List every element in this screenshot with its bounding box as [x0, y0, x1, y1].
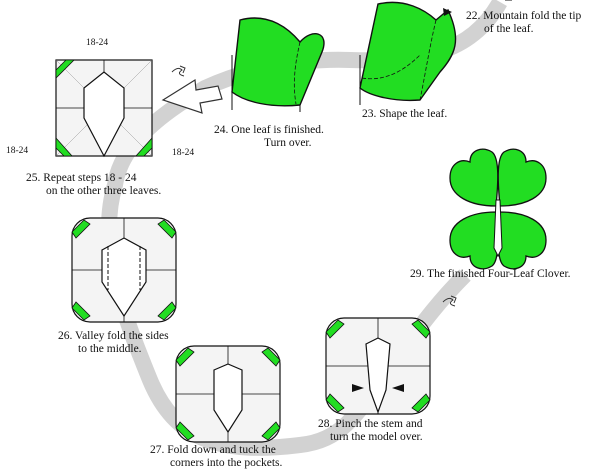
step-22-line-2: of the leaf.: [484, 23, 534, 35]
step-28-caption: 28. Pinch the stem and turn the model ov…: [318, 418, 423, 444]
step-29-number: 29.: [410, 268, 425, 280]
step-25-number: 25.: [26, 172, 41, 184]
step-24-line-1: One leaf is finished.: [231, 124, 324, 136]
step-27-caption: 27. Fold down and tuck the corners into …: [150, 444, 282, 470]
step-22-line-1: Mountain fold the tip: [483, 10, 582, 22]
step-24-line-2: Turn over.: [264, 137, 312, 149]
step-28-number: 28.: [318, 418, 333, 430]
step-27-figure: [175, 345, 281, 443]
turn-over-icon: [171, 65, 186, 77]
step-28-line-2: turn the model over.: [330, 431, 423, 443]
step-25-caption: 25. Repeat steps 18 - 24 on the other th…: [26, 172, 161, 198]
step-25-figure: [55, 59, 153, 158]
step-27-line-1: Fold down and tuck the: [167, 444, 276, 456]
step-26-line-1: Valley fold the sides: [75, 330, 169, 342]
step-27-line-2: corners into the pockets.: [170, 457, 283, 469]
step-26-caption: 26. Valley fold the sides to the middle.: [58, 330, 169, 356]
step-26-number: 26.: [58, 330, 73, 342]
step-24-figure: [231, 17, 325, 112]
step-23-caption: 23. Shape the leaf.: [362, 108, 447, 121]
step-23-number: 23.: [362, 108, 377, 120]
step-25-line-1: Repeat steps 18 - 24: [43, 172, 137, 184]
step-26-figure: [71, 217, 177, 323]
step-24-number: 24.: [214, 124, 229, 136]
step-29-line-1: The finished Four-Leaf Clover.: [427, 268, 571, 280]
step-25-label-right: 18-24: [172, 148, 195, 158]
step-25-line-2: on the other three leaves.: [46, 185, 162, 197]
step-25-label-top: 18-24: [86, 38, 109, 48]
step-24-caption: 24. One leaf is finished. Turn over.: [214, 124, 324, 150]
step-23-line-1: Shape the leaf.: [379, 108, 448, 120]
turn-over-icon-2: [442, 295, 457, 307]
step-22-caption: 22. Mountain fold the tip of the leaf.: [466, 10, 581, 36]
step-29-caption: 29. The finished Four-Leaf Clover.: [410, 268, 571, 281]
step-28-line-1: Pinch the stem and: [335, 418, 423, 430]
transition-arrow: [161, 78, 223, 114]
step-23-figure: [359, 1, 457, 105]
step-27-number: 27.: [150, 444, 165, 456]
step-25-label-left: 18-24: [6, 146, 29, 156]
step-28-figure: [325, 317, 431, 415]
step-22-number: 22.: [466, 10, 481, 22]
step-29-figure: [449, 148, 547, 270]
step-26-line-2: to the middle.: [78, 343, 142, 355]
